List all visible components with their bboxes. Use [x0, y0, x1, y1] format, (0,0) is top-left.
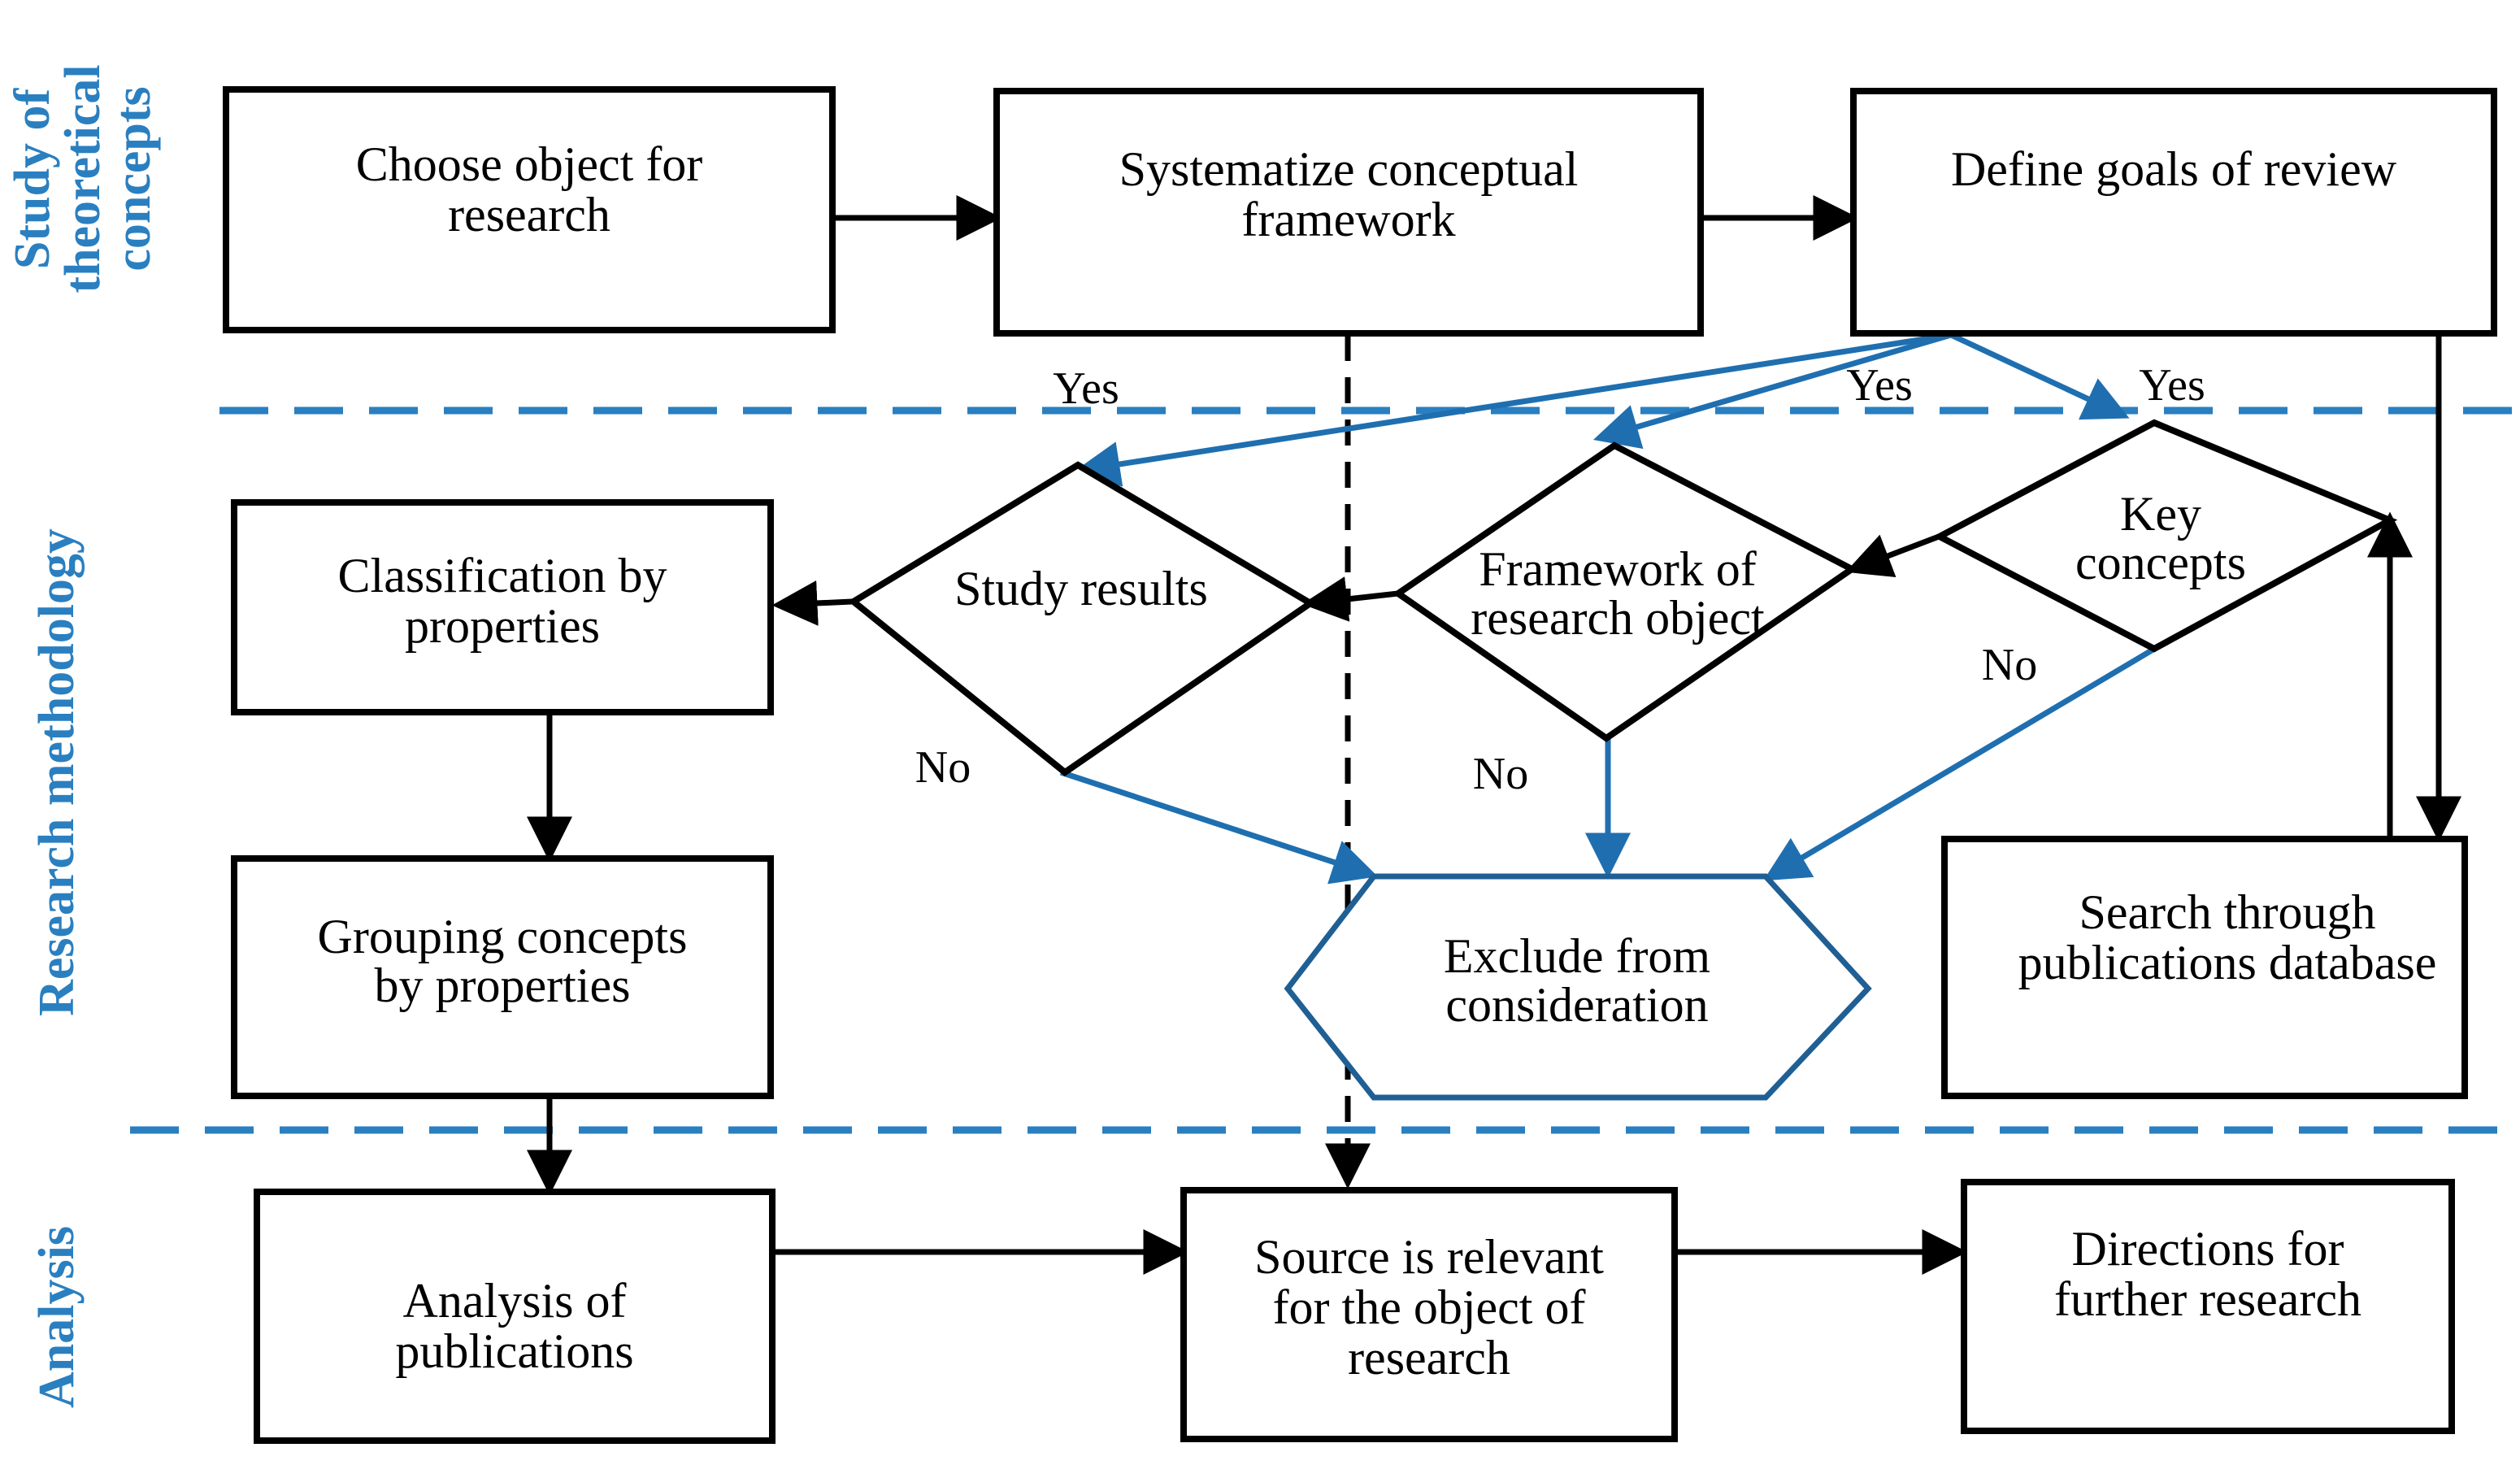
node-analysis-publications-line2: publications [395, 1324, 633, 1378]
node-grouping-line2: by properties [375, 959, 631, 1012]
arrow-goals-to-framework-yes [1592, 332, 1952, 450]
section-label-analysis: Analysis [29, 1226, 85, 1408]
node-choose-object-line2: research [448, 188, 610, 241]
edge-label-yes-key: Yes [2139, 360, 2205, 411]
node-define-goals-line1: Define goals of review [1951, 142, 2397, 196]
section-label-methodology: Research methodology [29, 528, 85, 1016]
node-choose-object-line1: Choose object for [356, 137, 703, 191]
node-search-db-line2: publications database [2018, 936, 2437, 989]
decision-framework-object-line2: research object [1471, 591, 1765, 645]
section-label-theory-line2: theoretical [55, 64, 111, 293]
decision-study-results-line1: Study results [954, 562, 1208, 615]
node-classification-line1: Classification by [338, 549, 667, 602]
node-source-relevant-line1: Source is relevant [1254, 1230, 1604, 1284]
node-search-db-line1: Search through [2079, 885, 2376, 939]
node-directions-line2: further research [2054, 1272, 2361, 1326]
node-classification-line2: properties [405, 599, 600, 653]
node-source-relevant-line3: research [1348, 1331, 1510, 1385]
arrow-goals-to-key-yes [1949, 332, 2130, 420]
node-define-goals: Define goals of review [1850, 88, 2497, 337]
node-grouping: Grouping concepts by properties [231, 855, 774, 1099]
node-systematize-line1: Systematize conceptual [1119, 142, 1579, 196]
section-label-theory-line3: concepts [106, 86, 161, 271]
arrow-key-no-to-exclude [1762, 645, 2157, 881]
edge-label-no-key: No [1982, 640, 2037, 690]
decision-key-concepts-line2: concepts [2075, 536, 2246, 589]
edge-label-yes-framework: Yes [1846, 360, 1912, 411]
node-directions: Directions for further research [1961, 1179, 2455, 1434]
arrow-study-no-to-exclude [1059, 769, 1378, 885]
decision-framework-object-line1: Framework of [1479, 542, 1757, 596]
decision-key-concepts: Key concepts [1932, 419, 2398, 653]
node-analysis-publications-line1: Analysis of [403, 1274, 627, 1328]
decision-key-concepts-line1: Key [2120, 487, 2201, 541]
node-exclude-line2: consideration [1445, 978, 1708, 1032]
arrow-framework-to-study [1301, 576, 1399, 622]
node-systematize: Systematize conceptual framework [993, 88, 1704, 337]
node-exclude-line1: Exclude from [1444, 929, 1710, 983]
node-exclude: Exclude from consideration [1284, 873, 1872, 1101]
node-source-relevant: Source is relevant for the object of res… [1180, 1187, 1678, 1442]
section-label-theory-line1: Study of [5, 88, 60, 270]
node-search-db: Search through publications database [1941, 836, 2468, 1099]
section-label-theory: Study of theoretical concepts [5, 64, 161, 293]
arrow-key-to-framework [1845, 533, 1940, 577]
decision-study-results: Study results [848, 461, 1317, 776]
node-analysis-publications: Analysis of publications [254, 1189, 776, 1444]
node-classification: Classification by properties [231, 499, 774, 715]
node-choose-object: Choose object for research [223, 86, 836, 333]
node-source-relevant-line2: for the object of [1273, 1280, 1586, 1334]
node-systematize-line2: framework [1241, 193, 1455, 246]
section-label-methodology-text: Research methodology [29, 528, 85, 1016]
node-directions-line1: Directions for [2072, 1222, 2344, 1276]
arrow-study-to-classification [771, 580, 853, 626]
edge-label-yes-study: Yes [1053, 363, 1119, 414]
edge-label-no-study: No [915, 742, 971, 793]
decision-framework-object: Framework of research object [1392, 441, 1858, 742]
edge-label-no-framework: No [1473, 749, 1528, 799]
arrow-goals-to-study-yes [1074, 332, 1952, 487]
section-label-analysis-text: Analysis [29, 1226, 85, 1408]
node-grouping-line1: Grouping concepts [318, 910, 688, 963]
